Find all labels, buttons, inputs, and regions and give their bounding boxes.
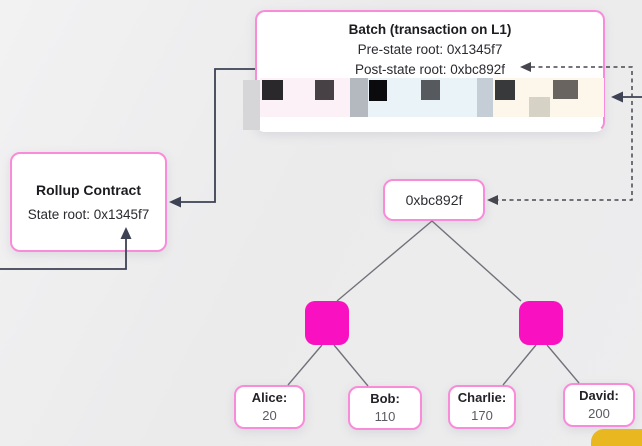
tree-edge <box>333 344 369 387</box>
leaf-value: 200 <box>588 406 610 421</box>
rollup-contract-title: Rollup Contract <box>36 182 141 198</box>
rollup-contract-card: Rollup Contract State root: 0x1345f7 <box>10 152 167 252</box>
calldata-byte-square <box>529 97 550 117</box>
merkle-internal-node-right <box>519 301 563 345</box>
leaf-node-bob: Bob: 110 <box>348 386 422 430</box>
arrowhead-left-icon <box>169 196 181 208</box>
merkle-root-node: 0xbc892f <box>383 179 485 221</box>
merkle-internal-node-left <box>305 301 349 345</box>
pre-state-root-text: Pre-state root: 0x1345f7 <box>357 42 503 57</box>
calldata-byte-square <box>421 80 440 100</box>
tree-edge <box>431 220 522 302</box>
arrowhead-left-icon <box>611 91 623 103</box>
tree-edge <box>336 220 433 302</box>
dashed-arrowhead-left-icon <box>487 195 498 205</box>
tree-edge <box>502 344 537 386</box>
leaf-node-charlie: Charlie: 170 <box>448 385 516 429</box>
calldata-byte-square <box>262 80 283 100</box>
leaf-value: 110 <box>374 409 396 424</box>
calldata-segment-gray-bar <box>350 78 368 117</box>
calldata-segment-bluegray-bar <box>477 78 493 117</box>
leaf-node-alice: Alice: 20 <box>234 385 305 429</box>
leaf-name: Charlie: <box>457 390 507 406</box>
batch-title: Batch (transaction on L1) <box>348 22 512 37</box>
tree-edge <box>546 344 580 384</box>
leaf-node-david: David: 200 <box>563 383 635 427</box>
leaf-value: 170 <box>471 408 493 423</box>
leaf-name: Bob: <box>370 391 400 407</box>
leaf-value: 20 <box>262 408 277 423</box>
tree-edge <box>287 344 323 386</box>
calldata-byte-square <box>553 80 578 99</box>
state-root-text: State root: 0x1345f7 <box>27 207 150 222</box>
calldata-byte-square <box>369 80 387 101</box>
calldata-segment-gray-block <box>243 80 260 130</box>
yellow-accent-shape <box>591 429 642 446</box>
calldata-byte-square <box>315 80 334 100</box>
leaf-name: Alice: <box>251 390 288 406</box>
calldata-byte-square <box>495 80 515 100</box>
leaf-name: David: <box>579 388 619 404</box>
post-state-root-text: Post-state root: 0xbc892f <box>354 62 506 77</box>
